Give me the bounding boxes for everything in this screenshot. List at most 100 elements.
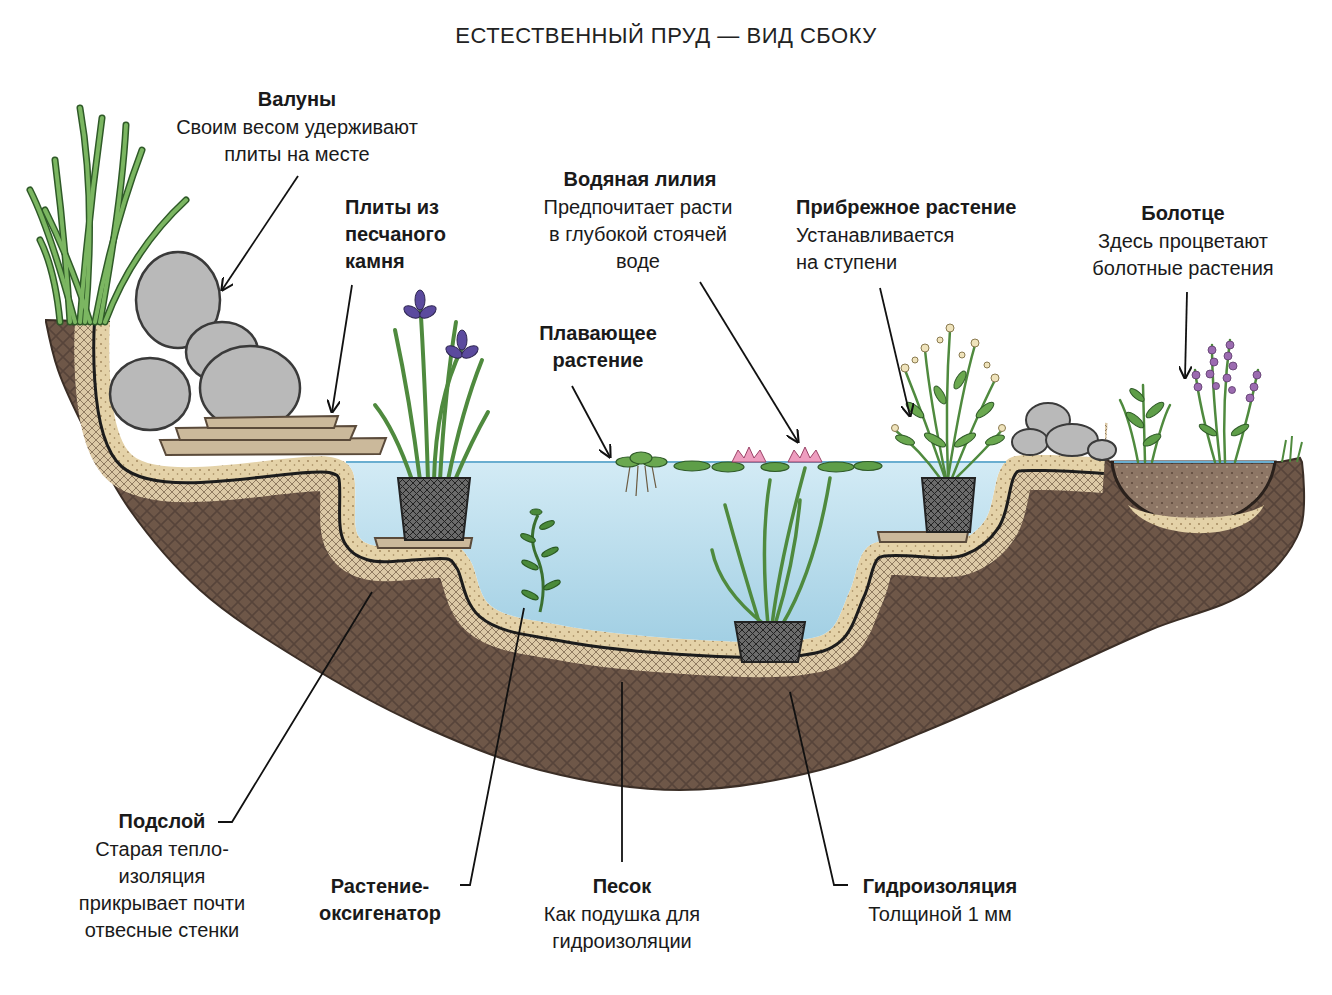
diagram-title: ЕСТЕСТВЕННЫЙ ПРУД — ВИД СБОКУ — [216, 22, 1116, 50]
bog-plants — [1198, 422, 1219, 438]
marginal-plant — [892, 324, 1006, 432]
sandstone-slabs — [160, 416, 968, 548]
marginal-plant — [922, 478, 975, 532]
callout-heading: Подслой — [87, 808, 237, 835]
sandstone-slabs — [205, 416, 338, 428]
bog-plants — [1124, 410, 1146, 430]
marginal-plant — [948, 345, 975, 478]
lily-pads — [712, 462, 744, 472]
leader-lines — [460, 608, 524, 885]
oxygenator-plant — [541, 545, 560, 558]
marginal-plant — [947, 330, 950, 478]
marginal-plant — [901, 364, 909, 372]
bog-plants — [1141, 432, 1162, 449]
floating-plant — [636, 466, 638, 496]
iris-plant — [395, 330, 420, 480]
marginal-plant — [999, 425, 1006, 432]
grass-clump — [100, 125, 126, 322]
water-lily-plant — [772, 468, 805, 625]
callout-text: Здесь процветают болотные растения — [1068, 228, 1298, 282]
bog-plants — [1226, 341, 1234, 349]
bog-plants — [1213, 383, 1220, 390]
marginal-plant — [984, 362, 990, 368]
water-lily-plant — [712, 468, 830, 662]
sandstone-slabs — [878, 532, 968, 542]
water — [330, 462, 1020, 722]
bog-plants — [1120, 340, 1258, 462]
iris-plant — [460, 343, 481, 361]
marginal-plant — [925, 350, 946, 478]
iris-plant — [402, 303, 423, 321]
bog-plants — [1250, 383, 1258, 391]
lily-pads — [674, 461, 882, 472]
bog-plants — [1229, 362, 1237, 370]
iris-plant — [455, 412, 488, 480]
callout-heading: Водяная лилия — [510, 166, 770, 193]
marginal-plant — [953, 431, 978, 450]
iris-plant — [415, 290, 425, 310]
grass-clump — [80, 108, 89, 322]
leader-lines — [218, 176, 1187, 885]
bog-plants — [1120, 400, 1138, 462]
leader-lines — [1185, 292, 1187, 378]
callout-heading: Растение- оксигенатор — [305, 873, 455, 927]
grass-clump — [100, 125, 126, 322]
floating-plant — [630, 452, 652, 464]
grass-clump — [30, 190, 75, 322]
callout-heading: Песок — [542, 873, 702, 900]
lily-flowers — [788, 447, 822, 462]
marginal-plant — [892, 324, 1006, 532]
leader-lines — [880, 288, 910, 416]
bog-plants — [1230, 422, 1251, 438]
leader-lines — [222, 176, 298, 290]
marginal-plant — [984, 433, 1006, 447]
grass-clump — [30, 190, 75, 322]
marginal-plant — [894, 369, 1006, 449]
iris-plant — [398, 478, 470, 540]
oxygenator-plant — [519, 532, 536, 544]
marginal-plant — [959, 352, 965, 358]
floating-plant — [652, 466, 656, 488]
marginal-plant — [946, 324, 954, 332]
marginal-plant — [974, 400, 996, 420]
callout-heading: Прибрежное растение — [796, 194, 1086, 221]
oxygenator-plant — [521, 588, 540, 601]
marginal-plant — [937, 337, 943, 343]
water-lily-plant — [782, 478, 830, 625]
callout-heading: Гидроизоляция — [830, 873, 1050, 900]
bog-plants — [1253, 371, 1261, 379]
leader-lines — [621, 682, 623, 862]
water-lily-plant — [775, 500, 800, 625]
iris-plant — [420, 300, 428, 480]
floating-plant — [626, 466, 630, 492]
bog-plants — [1144, 400, 1166, 420]
marginal-plant — [932, 384, 949, 405]
bog-sand — [1128, 505, 1264, 533]
callout-text: Толщиной 1 мм — [830, 901, 1050, 928]
lily-pads — [761, 463, 789, 472]
bog-plants — [1128, 387, 1146, 404]
callout-text: Устанавливается на ступени — [796, 222, 974, 276]
bog-plants — [1192, 371, 1200, 379]
rim-stones — [1012, 403, 1116, 460]
lily-flowers — [732, 447, 766, 462]
water-lily-plant — [764, 480, 770, 625]
bog-plants — [1206, 370, 1214, 378]
marginal-plant — [895, 330, 1002, 478]
bog-plants — [1235, 370, 1258, 462]
iris-plant — [375, 300, 488, 480]
marginal-plant — [952, 380, 995, 478]
bog-plants — [1194, 383, 1202, 391]
marginal-plant — [971, 339, 979, 347]
oxygenator-plant — [530, 509, 542, 515]
bog-plants — [1210, 358, 1218, 366]
water-lily-plant — [735, 622, 805, 662]
leader-lines — [332, 285, 352, 412]
callout-heading: Плиты из песчаного камня — [345, 194, 505, 275]
water-lily-plant — [712, 468, 830, 625]
oxygenator-plant — [521, 558, 540, 571]
marginal-plant — [991, 374, 999, 382]
oxygenator-plant — [543, 578, 562, 591]
floating-plant — [616, 452, 667, 496]
